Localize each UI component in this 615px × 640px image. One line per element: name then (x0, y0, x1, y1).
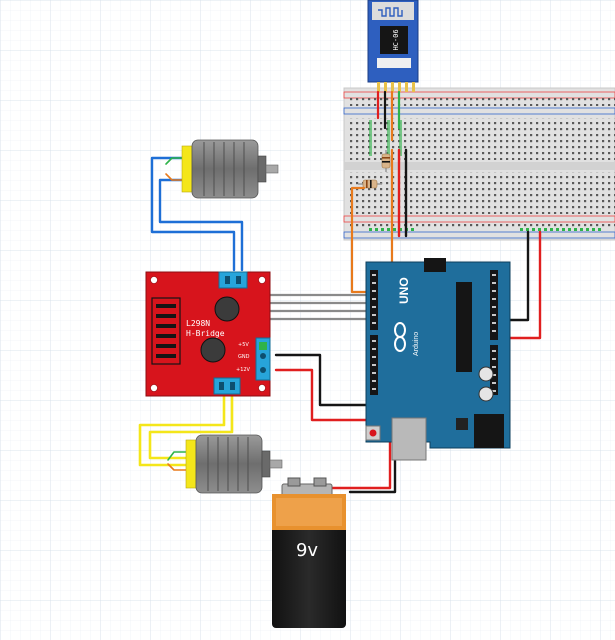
battery-9v: 9v (272, 477, 346, 628)
wire-blue-1 (150, 156, 236, 272)
breadboard (343, 87, 615, 241)
driver-title-line1: L298N (186, 319, 210, 328)
wire-blue-2 (158, 178, 244, 272)
battery-label: 9v (296, 540, 318, 561)
arduino-uno-board: UNO Arduino (365, 258, 511, 461)
bluetooth-module: HC-06 (367, 0, 419, 92)
infinity-logo-icon (394, 322, 406, 352)
driver-pin-gnd: GND (238, 354, 250, 360)
driver-pin-12v: +12V (236, 367, 251, 373)
wire-yellow-1 (138, 393, 226, 467)
wire-yellow-2 (148, 393, 234, 460)
resistor-2 (358, 179, 382, 189)
arduino-brand: Arduino (413, 332, 420, 356)
bt-module-label: HC-06 (392, 29, 400, 50)
dc-motor-top (181, 139, 279, 199)
resistor-1 (381, 150, 391, 172)
l298n-driver-board: L298N H-Bridge +5V GND +12V (145, 271, 271, 397)
wifi-antenna-icon (378, 7, 403, 17)
dc-motor-bottom (185, 434, 283, 494)
driver-title-line2: H-Bridge (186, 329, 225, 338)
driver-pin-5v: +5V (238, 342, 249, 348)
arduino-model: UNO (397, 277, 411, 304)
